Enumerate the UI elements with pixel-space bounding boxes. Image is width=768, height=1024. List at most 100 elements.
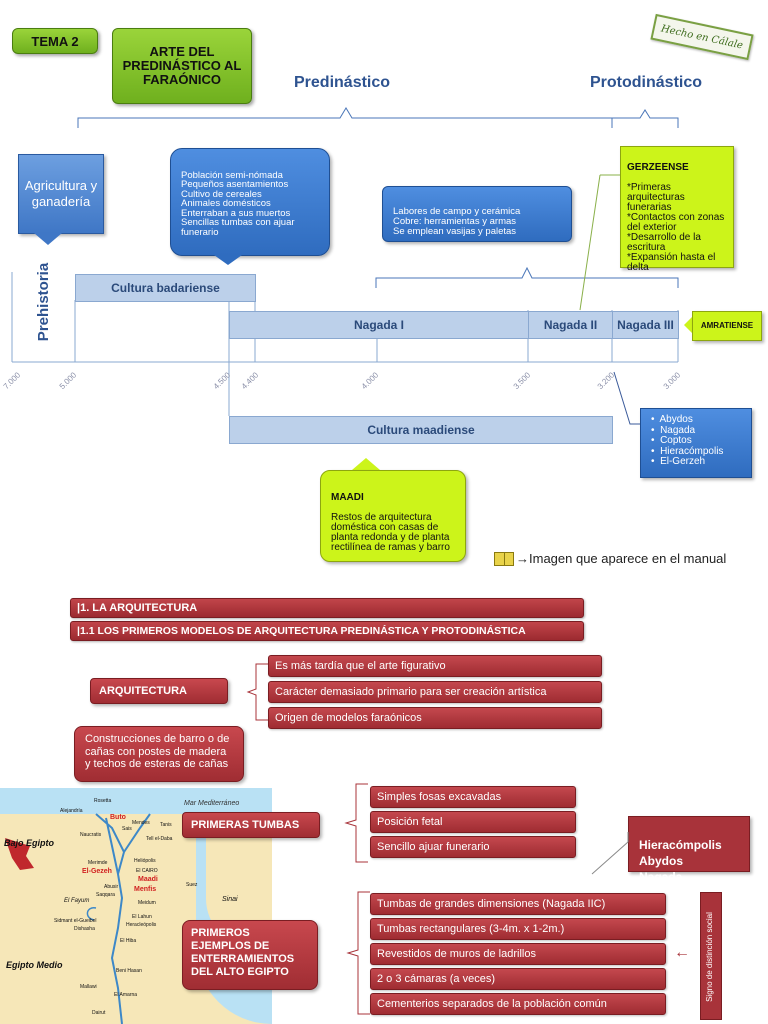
badariense-label: Cultura badariense: [111, 281, 220, 295]
alto-item-text: Revestidos de muros de ladrillos: [377, 948, 536, 960]
predinastico-brace: [77, 107, 613, 128]
map-place-label: Alejandría: [60, 808, 83, 814]
signo-text: Signo de distinción social: [705, 912, 714, 1002]
alto-item-text: 2 o 3 cámaras (a veces): [377, 973, 495, 985]
map-place-label: Mendes: [132, 820, 150, 826]
heading-1-text: |1. LA ARQUITECTURA: [77, 602, 198, 614]
map-place-label: Rosetta: [94, 798, 112, 804]
nagada-brace: [375, 266, 679, 288]
map-place-label: Naucratis: [80, 832, 102, 838]
nagada-2-band: Nagada II: [528, 311, 613, 339]
site-label: Coptos: [660, 435, 692, 446]
sites-connector: [613, 371, 640, 425]
map-bajo-label: Bajo Egipto: [4, 838, 54, 848]
heading-2-text: |1.1 LOS PRIMEROS MODELOS DE ARQUITECTUR…: [77, 625, 526, 637]
map-place-label: El Amarna: [114, 992, 138, 998]
arquitectura-item: Origen de modelos faraónicos: [268, 707, 602, 729]
arquitectura-item: Carácter demasiado primario para ser cre…: [268, 681, 602, 703]
sites-box: • Abydos • Nagada • Coptos • Hieracómpol…: [640, 408, 752, 478]
maadiense-band: Cultura maadiense: [229, 416, 613, 444]
tumbas-item-text: Sencillo ajuar funerario: [377, 841, 490, 853]
map-place-label: Dishasha: [74, 926, 95, 932]
map-place-label: Meidum: [138, 900, 156, 906]
left-arrow-icon: ←: [674, 944, 690, 961]
map-place-label: El Lahun: [132, 914, 152, 920]
nagada-bubble-text: Labores de campo y cerámica Cobre: herra…: [393, 206, 521, 237]
map-sea-label: Mar Mediterráneo: [184, 800, 240, 807]
map-place-label: Abusir: [104, 884, 119, 890]
maadi-pointer: [352, 458, 380, 470]
tumbas-item: Posición fetal: [370, 811, 576, 833]
map-place-label: Tanis: [160, 822, 172, 828]
hieracompolis-text: Hieracómpolis Abydos Nagada: [639, 838, 722, 884]
tumbas-item: Sencillo ajuar funerario: [370, 836, 576, 858]
construcciones-box: Construcciones de barro o de cañas con p…: [74, 726, 244, 782]
site-label: Hieracómpolis: [660, 445, 724, 457]
alto-item: Tumbas rectangulares (3-4m. x 1-2m.): [370, 918, 666, 940]
manual-note-text: →Imagen que aparece en el manual: [516, 551, 727, 566]
agricultura-pointer: [34, 233, 62, 245]
amratiense-box: AMRATIENSE: [692, 311, 762, 341]
maadi-body: Restos de arquitectura doméstica con cas…: [331, 512, 450, 553]
nagada-bubble: Labores de campo y cerámica Cobre: herra…: [382, 186, 572, 242]
gerzeense-body: *Primeras arquitecturas funerarias *Cont…: [627, 182, 725, 273]
nile-river: [5, 813, 151, 1024]
badariense-bubble-pointer: [214, 255, 242, 265]
tumbas-item-text: Posición fetal: [377, 816, 443, 828]
map-place-label: Heliópolis: [134, 858, 156, 864]
primeros-ejemplos-text: PRIMEROS EJEMPLOS DE ENTERRAMIENTOS DEL …: [191, 927, 295, 978]
protodinastico-brace: [611, 109, 679, 128]
map-place-label: Suez: [186, 882, 198, 888]
arquitectura-box: ARQUITECTURA: [90, 678, 228, 704]
tema-label: TEMA 2: [31, 33, 79, 49]
gerzeense-box: GERZEENSE *Primeras arquitecturas funera…: [620, 146, 734, 273]
maadiense-label: Cultura maadiense: [367, 423, 475, 437]
site-label: El-Gerzeh: [660, 456, 706, 467]
site-item: • Hieracómpolis: [651, 445, 724, 457]
hieracompolis-box: Hieracómpolis Abydos Nagada: [628, 816, 750, 884]
tumbas-brace: [344, 783, 368, 863]
manual-note: →Imagen que aparece en el manual: [494, 551, 726, 566]
map-place-label: El CAIRO: [136, 868, 158, 874]
book-icon: [494, 551, 514, 566]
gerzeense-connector: [579, 174, 601, 311]
site-item: • El-Gerzeh: [651, 456, 706, 467]
page-title: ARTE DEL PREDINÁSTICO AL FARAÓNICO: [112, 28, 252, 104]
primeras-tumbas-box: PRIMERAS TUMBAS: [182, 812, 320, 838]
alto-item: Tumbas de grandes dimensiones (Nagada II…: [370, 893, 666, 915]
map-place-label: Sais: [122, 826, 132, 832]
prehistoria-text: Prehistoria: [35, 262, 52, 342]
signo-label: Signo de distinción social: [705, 893, 719, 1021]
map-place-label: Beni Hasan: [116, 968, 142, 974]
tumbas-item-text: Simples fosas excavadas: [377, 791, 502, 803]
site-label: Nagada: [660, 424, 696, 436]
map-place-label: Dairut: [92, 1010, 106, 1016]
tumbas-item: Simples fosas excavadas: [370, 786, 576, 808]
nagada-1-label: Nagada I: [353, 318, 404, 332]
arquitectura-label: ARQUITECTURA: [99, 685, 187, 697]
agricultura-text: Agricultura y ganadería: [24, 178, 98, 209]
predinastico-label: Predinástico: [294, 74, 391, 91]
map-place-label: Sidmant el-Gueibel: [54, 918, 97, 924]
maadi-box: MAADI Restos de arquitectura doméstica c…: [320, 470, 466, 562]
badariense-bubble: Población semi-nómada Pequeños asentamie…: [170, 148, 330, 256]
map-place-label: Tell el-Daba: [146, 836, 173, 842]
alto-item-text: Cementerios separados de la población co…: [377, 998, 607, 1010]
site-item: • Nagada: [651, 424, 696, 436]
map-place-label: Mallawi: [80, 984, 97, 990]
map-fayum-label: El Fayum: [64, 898, 90, 904]
amratiense-pointer: [684, 317, 692, 333]
heading-primeros-modelos: |1.1 LOS PRIMEROS MODELOS DE ARQUITECTUR…: [70, 621, 584, 641]
primeras-tumbas-label: PRIMERAS TUMBAS: [191, 819, 300, 831]
arquitectura-brace: [246, 663, 268, 721]
nagada-2-label: Nagada II: [543, 318, 598, 332]
site-item: • Abydos: [651, 414, 693, 425]
nagada-3-label: Nagada III: [617, 318, 674, 332]
amratiense-label: AMRATIENSE: [700, 321, 754, 330]
agricultura-callout: Agricultura y ganadería: [18, 154, 104, 234]
site-label: Abydos: [659, 414, 693, 425]
map-place-label: Saqqara: [96, 892, 115, 898]
gerzeense-title: GERZEENSE: [627, 162, 689, 173]
map-medio-label: Egipto Medio: [6, 960, 63, 970]
site-item: • Coptos: [651, 435, 692, 446]
